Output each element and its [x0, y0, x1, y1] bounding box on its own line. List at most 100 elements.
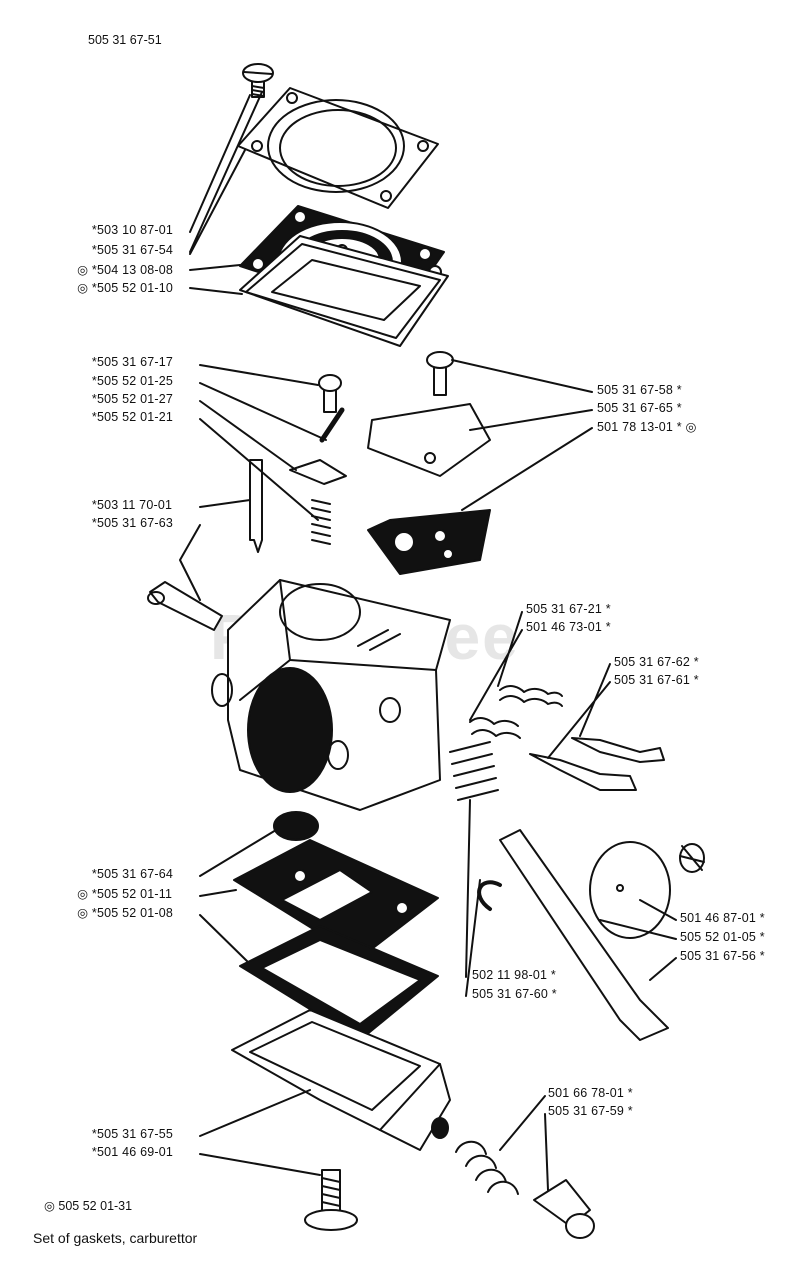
part-label: * 505 31 67-17	[92, 355, 193, 369]
part-marker: *	[676, 383, 682, 397]
part-number: 505 31 67-62	[614, 655, 694, 669]
part-number: 502 11 98-01	[472, 968, 551, 982]
part-number: 505 31 67-59	[548, 1104, 628, 1118]
part-marker: * ◎	[676, 420, 697, 434]
part-number: 505 31 67-58	[597, 383, 677, 397]
pump-cover-screw	[426, 351, 454, 396]
part-number: 505 31 67-65	[597, 401, 677, 415]
part-marker: *	[605, 620, 611, 634]
part-marker: *	[693, 655, 699, 669]
part-number: 501 46 87-01	[680, 911, 760, 925]
idle-screw	[533, 1179, 595, 1239]
part-marker: *	[91, 1145, 97, 1159]
part-label: ◎ * 504 13 08-08	[77, 263, 193, 277]
caption: Set of gaskets, carburettor	[33, 1230, 198, 1246]
footnote: ◎ 505 52 01-31	[44, 1198, 132, 1213]
part-label: 501 46 87-01 *	[680, 911, 765, 925]
part-label: 505 31 67-59 *	[548, 1104, 633, 1118]
part-marker: *	[551, 987, 557, 1001]
part-number: 505 52 01-05	[680, 930, 760, 944]
part-label: 501 66 78-01 *	[548, 1086, 633, 1100]
part-number: 501 46 73-01	[526, 620, 606, 634]
part-label: * 505 31 67-64	[92, 867, 193, 881]
part-number: 505 31 67-63	[97, 516, 174, 530]
assembly-number: 505 31 67-51	[88, 33, 162, 47]
throttle-disc	[589, 841, 671, 939]
pump-spring	[449, 741, 499, 801]
part-label: ◎ * 505 52 01-08	[77, 906, 193, 920]
part-marker: *	[91, 223, 97, 237]
part-marker: *	[550, 968, 556, 982]
part-marker: ◎ *	[77, 887, 97, 901]
metering-cover	[231, 1009, 451, 1151]
part-number: 505 31 67-61	[614, 673, 694, 687]
part-number: 505 52 01-21	[97, 410, 174, 424]
part-label: 505 31 67-21 *	[526, 602, 611, 616]
carburettor-body	[211, 579, 451, 811]
part-marker: *	[91, 355, 97, 369]
part-number: 505 31 67-54	[97, 243, 174, 257]
throttle-lever	[499, 829, 669, 1041]
part-marker: ◎ *	[77, 263, 97, 277]
part-marker: *	[605, 602, 611, 616]
part-number: 505 31 67-17	[97, 355, 174, 369]
adjust-springs	[469, 685, 563, 739]
part-label: 501 78 13-01 * ◎	[597, 420, 697, 434]
part-label: ◎ * 505 52 01-11	[77, 887, 193, 901]
cover-screw	[304, 1169, 358, 1231]
part-label: * 501 46 69-01	[92, 1145, 193, 1159]
part-marker: *	[91, 498, 97, 512]
adjust-needles	[529, 737, 665, 791]
part-label: 505 31 67-61 *	[614, 673, 699, 687]
part-number: 501 78 13-01	[597, 420, 677, 434]
part-label: 505 31 67-56 *	[680, 949, 765, 963]
part-number: 501 66 78-01	[548, 1086, 628, 1100]
part-number: 505 31 67-64	[97, 867, 174, 881]
part-marker: *	[91, 410, 97, 424]
part-number: 505 31 67-60	[472, 987, 552, 1001]
part-label: * 503 11 70-01	[92, 498, 193, 512]
part-label: * 505 52 01-27	[92, 392, 193, 406]
pump-gasket	[239, 235, 449, 347]
footnote-marker: ◎	[44, 1199, 55, 1213]
part-label: * 505 31 67-54	[92, 243, 193, 257]
part-number: 505 52 01-25	[97, 374, 174, 388]
part-marker: *	[676, 401, 682, 415]
part-number: 505 31 67-55	[97, 1127, 174, 1141]
part-label: 505 31 67-65 *	[597, 401, 682, 415]
top-cover	[237, 87, 439, 209]
part-label: * 505 31 67-63	[92, 516, 193, 530]
part-marker: *	[627, 1086, 633, 1100]
part-marker: *	[759, 911, 765, 925]
part-label: 505 31 67-60 *	[472, 987, 557, 1001]
part-label: * 505 52 01-21	[92, 410, 193, 424]
part-number: 503 10 87-01	[97, 223, 174, 237]
inlet-fitting	[147, 581, 223, 631]
filter-screen	[273, 811, 319, 841]
part-label: 501 46 73-01 *	[526, 620, 611, 634]
needle-screw	[318, 374, 342, 413]
idle-spring	[455, 1140, 519, 1195]
part-marker: ◎ *	[77, 281, 97, 295]
part-marker: *	[91, 867, 97, 881]
part-marker: *	[759, 930, 765, 944]
footnote-number: 505 52 01-31	[58, 1199, 133, 1213]
part-marker: *	[759, 949, 765, 963]
metering-diaphragm	[233, 839, 439, 959]
part-number: 501 46 69-01	[97, 1145, 174, 1159]
part-marker: *	[627, 1104, 633, 1118]
part-marker: *	[91, 1127, 97, 1141]
part-number: 504 13 08-08	[97, 263, 174, 277]
part-label: * 505 52 01-25	[92, 374, 193, 388]
part-number: 503 11 70-01	[97, 498, 173, 512]
part-label: ◎ * 505 52 01-10	[77, 281, 193, 295]
part-number: 505 31 67-21	[526, 602, 606, 616]
metering-gasket	[239, 925, 439, 1041]
part-number: 505 52 01-10	[97, 281, 174, 295]
part-number: 505 52 01-11	[97, 887, 173, 901]
part-label: * 505 31 67-55	[92, 1127, 193, 1141]
part-marker: *	[91, 392, 97, 406]
part-label: 505 31 67-58 *	[597, 383, 682, 397]
part-marker: *	[91, 243, 97, 257]
